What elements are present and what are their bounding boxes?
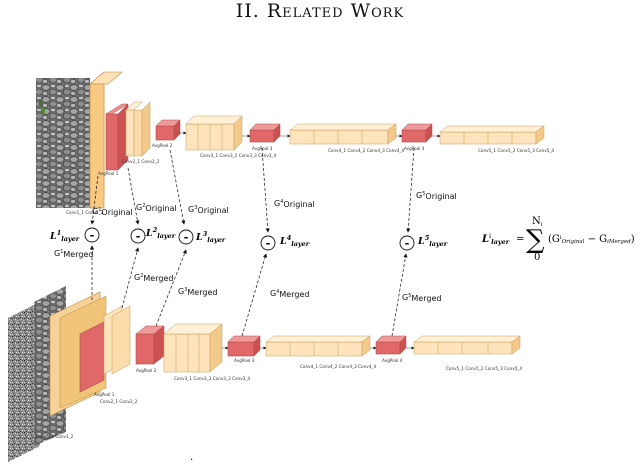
top-avgpool1-block	[105, 113, 119, 171]
top-conv5-top	[439, 125, 545, 133]
difference-nodes: - - - - -	[84, 227, 415, 251]
minus-sign: -	[184, 231, 189, 244]
bottom-avgpool2-label: AvgPool 2	[136, 368, 157, 373]
bottom-conv3-label: Conv3_1 Conv3_2 Conv3_3 Conv3_4	[174, 376, 250, 381]
top-avgpool4-block	[401, 129, 427, 143]
top-input-caption: Conv1_1 Conv1_2	[66, 210, 104, 215]
gram-merged-3: G3Merged	[178, 287, 217, 297]
bottom-conv5-label: Conv5_1 Conv5_2 Conv5_3 Conv5_4	[446, 366, 522, 371]
minus-node-2	[130, 228, 146, 244]
bottom-conv3-side	[209, 323, 223, 373]
bottom-avgpool2-block	[135, 333, 155, 365]
top-conv2-2-block	[133, 109, 143, 157]
bottom-avgpool3-block	[227, 341, 255, 357]
top-avgpool2-label: AvgPool 2	[152, 143, 173, 148]
bottom-conv5-side	[511, 335, 521, 355]
formula-term: (GiOriginal − GiMerged)	[548, 234, 635, 245]
top-conv5-label: Conv5_1 Conv5_2 Conv5_3 Conv5_4	[478, 148, 554, 153]
formula-equals: =	[516, 234, 524, 245]
formula-lower: 0	[534, 252, 540, 263]
top-avgpool2-side	[173, 119, 181, 141]
bottom-conv4-side	[361, 335, 371, 357]
bottom-conv2-2-block	[111, 305, 131, 375]
top-conv3-top	[185, 115, 243, 125]
gram-merged-5: G5Merged	[402, 293, 441, 303]
gram-original-1: G1Original	[92, 207, 133, 217]
loss-4: L4layer	[279, 234, 310, 248]
moss-detail	[39, 100, 42, 106]
bottom-conv2-label: Conv2_1 Conv2_2	[100, 399, 138, 404]
bottom-conv5-block	[413, 341, 513, 355]
minus-sign: -	[90, 229, 95, 242]
section-heading: II. Related Work	[0, 0, 640, 22]
loss-2: L2layer	[145, 226, 176, 240]
top-conv4-label: Conv4_1 Conv4_2 Conv4_3 Conv4_4	[328, 148, 404, 153]
gram-original-labels: G1Original G2Original G3Original G4Origi…	[92, 191, 457, 217]
formula-sigma: ∑	[526, 225, 545, 255]
footer-mark: .	[190, 452, 193, 463]
bottom-avgpool1-label: AvgPool 1	[94, 392, 115, 397]
gram-merged-1: G1Merged	[54, 249, 93, 259]
loss-5: L5layer	[417, 234, 448, 248]
top-conv2-top	[125, 101, 143, 111]
minus-node-3	[178, 229, 194, 245]
top-avgpool1-label: AvgPool 1	[98, 171, 119, 176]
top-conv2-label: Conv2_1 Conv2_2	[122, 159, 160, 164]
bottom-network: Conv1_1 Conv1_2 AvgPool 1 Conv2_1 Conv2_…	[8, 286, 522, 462]
bottom-conv4-top	[265, 335, 371, 343]
loss-formula: Lilayer = ∑ Nl 0 (GiOriginal − GiMerged)	[481, 216, 635, 263]
gram-arrows	[89, 147, 415, 337]
gram-original-4: G4Original	[274, 199, 315, 209]
top-conv2-1-block	[125, 109, 135, 157]
gram-merged-labels: G1Merged G2Merged G3Merged G4Merged G5Me…	[54, 249, 441, 303]
bottom-avgpool3-side	[253, 335, 261, 357]
top-avgpool1-side	[117, 103, 129, 171]
top-input-texture-image	[36, 78, 90, 208]
top-conv5-side	[535, 125, 545, 145]
section-title: Related Work	[266, 0, 405, 22]
bottom-avgpool3-label: AvgPool 3	[234, 358, 255, 363]
bottom-input-caption: Conv1_1 Conv1_2	[36, 434, 74, 439]
bottom-conv5-top	[413, 335, 521, 343]
minus-sign: -	[266, 237, 271, 250]
minus-sign: -	[405, 237, 410, 250]
top-conv4-block	[289, 129, 389, 145]
bottom-conv4-label: Conv4_1 Conv4_2 Conv4_3 Conv4_4	[300, 364, 376, 369]
top-avgpool4-label: AvgPool 4	[404, 146, 425, 151]
bottom-avgpool4-label: AvgPool 4	[382, 358, 403, 363]
loss-1: L1layer	[49, 229, 80, 243]
minus-node-5	[399, 235, 415, 251]
top-avgpool3-block	[249, 129, 275, 143]
minus-sign: -	[136, 230, 141, 243]
section-numeral: II.	[235, 0, 260, 22]
top-conv4-top	[289, 123, 397, 131]
bottom-avgpool4-block	[375, 341, 401, 355]
loss-3: L3layer	[195, 230, 226, 244]
top-conv1-slab-face	[89, 83, 105, 209]
top-conv3-label: Conv3_1 Conv3_2 Conv3_3 Conv3_4	[200, 153, 276, 158]
minus-node-4	[260, 235, 276, 251]
bottom-avgpool1-block	[79, 321, 105, 393]
gram-merged-2: G2Merged	[134, 273, 173, 283]
bottom-conv3-block	[163, 333, 211, 373]
loss-labels: L1layer L2layer L3layer L4layer L5layer	[49, 226, 448, 248]
gram-original-2: G2Original	[136, 203, 177, 213]
top-conv4-side	[387, 123, 397, 145]
top-conv1-slab-top	[89, 71, 123, 85]
formula-lhs: Lilayer	[481, 232, 510, 246]
minus-node-1	[84, 227, 100, 243]
top-network: Conv1_1 Conv1_2 AvgPool 1 Conv2_1 Conv2_…	[36, 71, 554, 215]
gram-original-3: G3Original	[188, 205, 229, 215]
bottom-noise-image	[8, 302, 40, 462]
gram-original-5: G5Original	[416, 191, 457, 201]
top-conv2-side	[141, 101, 151, 157]
moss-detail	[42, 108, 45, 113]
gram-merged-4: G4Merged	[270, 289, 309, 299]
formula-upper: Nl	[532, 216, 543, 228]
top-conv3-side	[233, 115, 243, 151]
top-avgpool2-block	[155, 125, 175, 141]
